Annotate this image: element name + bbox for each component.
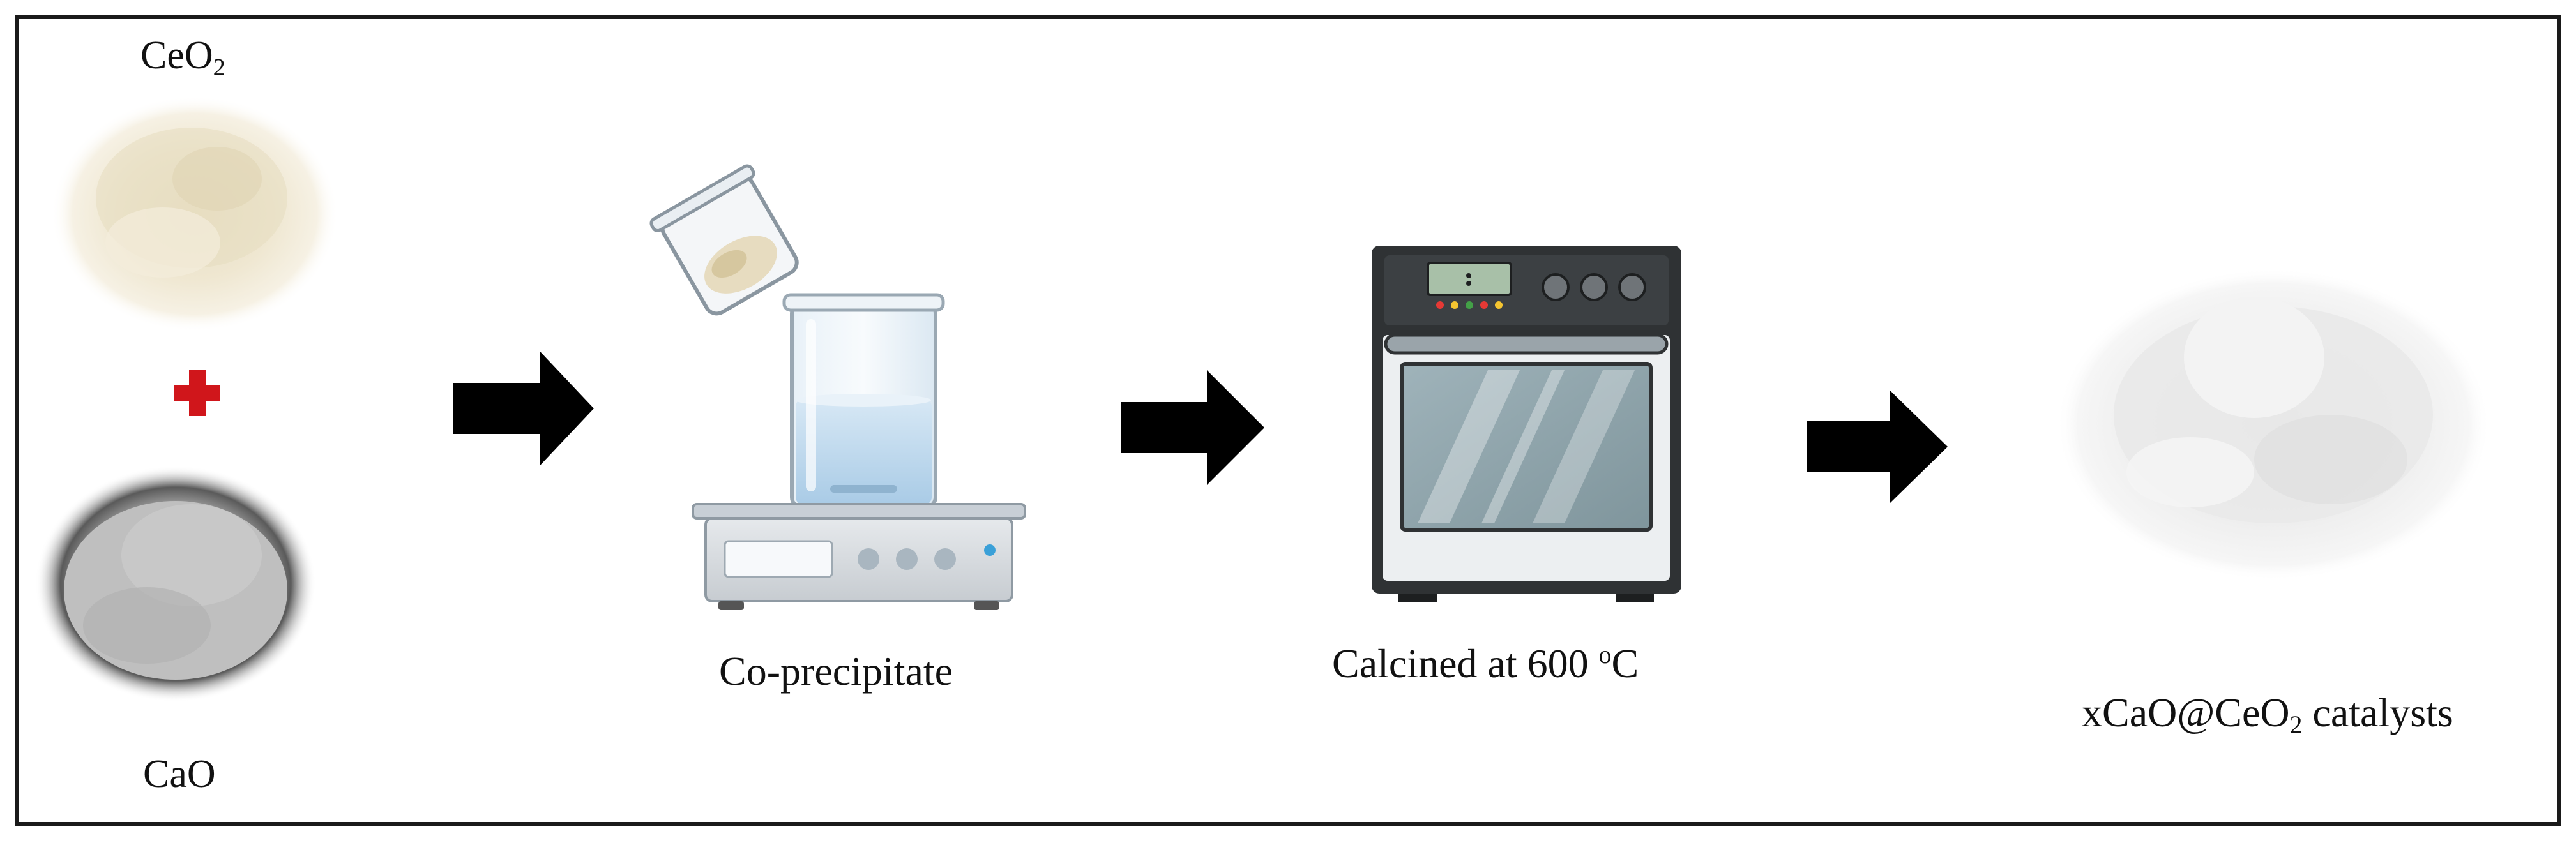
beaker-icon: [782, 293, 945, 509]
ceo2-label: CeO2: [140, 34, 225, 81]
coprecipitate-label: Co-precipitate: [719, 648, 953, 694]
product-label: xCaO@CeO2 catalysts: [2082, 690, 2453, 740]
hot-plate-stirrer-icon: [692, 503, 1026, 610]
cao-label: CaO: [143, 752, 216, 796]
cao-powder-image: [35, 466, 316, 702]
arrow-right-icon: [453, 351, 594, 466]
plus-icon: [174, 370, 220, 416]
ceo2-powder-image: [51, 96, 338, 332]
pouring-beaker-icon: [649, 164, 799, 316]
product-powder-image: [2056, 268, 2490, 581]
oven-icon: [1372, 246, 1681, 602]
arrow-right-icon: [1121, 370, 1264, 485]
calcination-label: Calcined at 600 oC: [1332, 641, 1639, 686]
arrow-right-icon: [1807, 391, 1948, 503]
